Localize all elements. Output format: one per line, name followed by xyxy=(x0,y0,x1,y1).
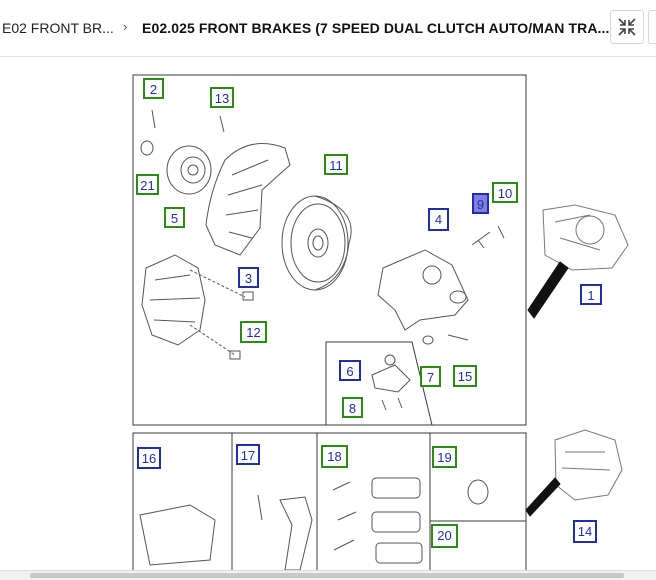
callout-11[interactable]: 11 xyxy=(324,154,348,175)
callout-7[interactable]: 7 xyxy=(420,366,441,387)
assembly-view xyxy=(527,204,629,319)
next-button[interactable] xyxy=(648,10,656,44)
callout-12[interactable]: 12 xyxy=(240,321,267,343)
brake-disc xyxy=(281,195,352,291)
callout-17[interactable]: 17 xyxy=(236,444,260,465)
callout-15[interactable]: 15 xyxy=(453,365,477,387)
brake-parts-diagram xyxy=(132,74,629,570)
scrollbar-thumb[interactable] xyxy=(30,573,624,578)
steering-knuckle xyxy=(377,249,469,345)
dust-shield xyxy=(205,143,291,256)
callout-5[interactable]: 5 xyxy=(164,207,185,228)
callout-1[interactable]: 1 xyxy=(580,284,602,305)
kits-frame xyxy=(132,432,527,570)
breadcrumb-parent[interactable]: E02 FRONT BR... xyxy=(2,20,114,36)
callout-14[interactable]: 14 xyxy=(573,520,597,543)
callout-19[interactable]: 19 xyxy=(432,446,457,468)
callout-10[interactable]: 10 xyxy=(492,182,518,203)
callout-18[interactable]: 18 xyxy=(321,445,348,468)
callout-3[interactable]: 3 xyxy=(238,267,259,288)
header-bar: E02 FRONT BR... › E02.025 FRONT BRAKES (… xyxy=(0,0,656,57)
callout-16[interactable]: 16 xyxy=(137,447,161,469)
wheel-hub xyxy=(166,145,212,195)
callout-9[interactable]: 9 xyxy=(472,193,489,214)
brake-caliper xyxy=(141,254,254,360)
callout-6[interactable]: 6 xyxy=(339,360,361,381)
collapse-button[interactable] xyxy=(610,10,644,44)
callout-13[interactable]: 13 xyxy=(210,87,234,108)
callout-2[interactable]: 2 xyxy=(143,78,164,99)
chevron-right-icon: › xyxy=(123,19,128,34)
callout-20[interactable]: 20 xyxy=(431,524,458,548)
page-title: E02.025 FRONT BRAKES (7 SPEED DUAL CLUTC… xyxy=(142,20,610,36)
horizontal-scrollbar[interactable] xyxy=(0,570,656,580)
callout-8[interactable]: 8 xyxy=(342,397,363,418)
ball-joint xyxy=(371,354,411,411)
callout-21[interactable]: 21 xyxy=(136,174,159,195)
callout-4[interactable]: 4 xyxy=(428,208,449,231)
collapse-arrows-icon xyxy=(618,18,636,36)
diagram-frame xyxy=(132,74,527,426)
